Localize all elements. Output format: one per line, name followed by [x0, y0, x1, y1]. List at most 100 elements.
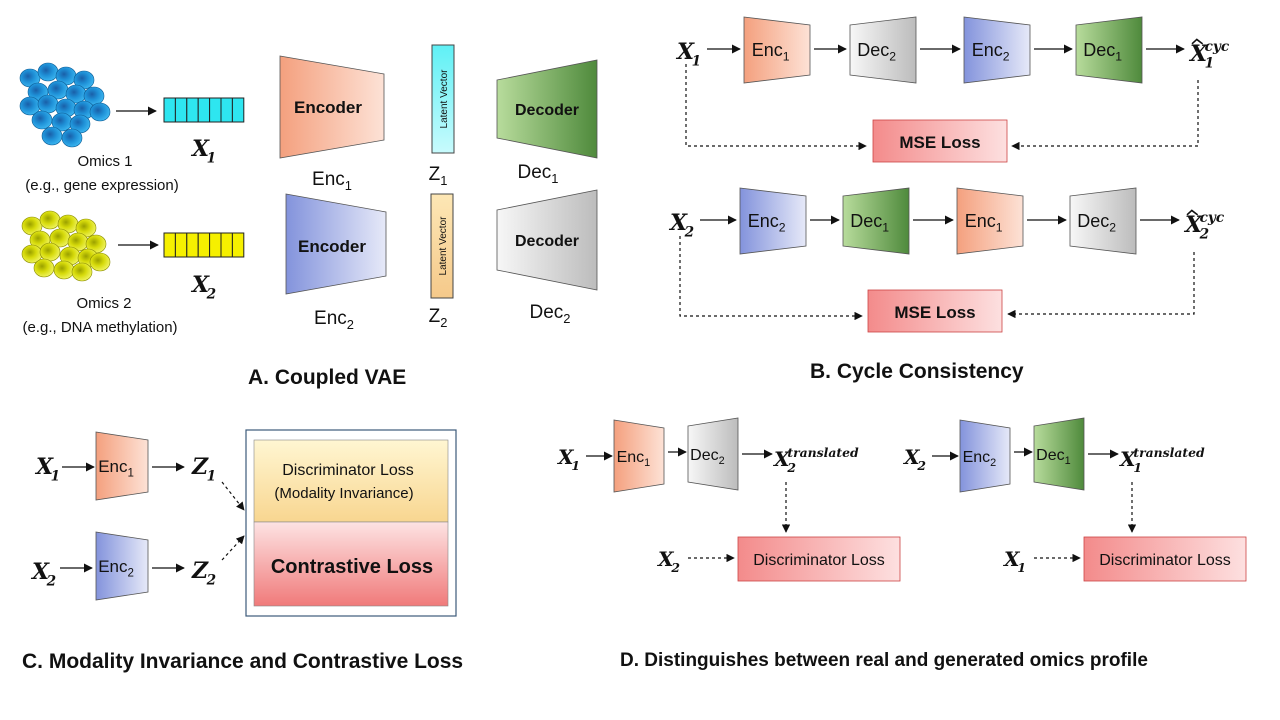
x1-label-a-var: X [190, 136, 210, 162]
b-row1-block-2-label: Enc2 [972, 40, 1010, 64]
d-left-enc-label-sub: 1 [644, 457, 650, 469]
b-row1-block-3-label-base: Dec [1083, 40, 1115, 60]
encoder1-shape [279, 55, 385, 159]
b-row2-block-1-label: Dec1 [850, 211, 889, 235]
b-row2-input-sub: 2 [684, 225, 694, 241]
yellow-cell [39, 210, 61, 230]
omics2-name: Omics 2 [76, 295, 131, 312]
dec1-caption-base: Dec [518, 162, 552, 183]
b-row2-block-2-label: Enc1 [965, 211, 1003, 235]
d-left-real: X2 [656, 547, 680, 575]
c-x1-var: X [34, 454, 54, 480]
b-row2-input-var: X [668, 210, 688, 236]
d-right-output-sup: translated [1133, 445, 1205, 460]
x2-label-a: X2 [190, 272, 216, 303]
x2-label-a-var: X [190, 272, 210, 298]
d-left-dec-label-base: Dec [690, 447, 718, 464]
c-enc2-label-sub: 2 [127, 567, 133, 579]
b-row1-block-2-label-sub: 2 [1003, 50, 1010, 64]
blue-cell [89, 102, 111, 122]
z2-caption-sub: 2 [440, 315, 447, 330]
dec1-caption: Dec1 [518, 162, 559, 186]
d-right-enc-label: Enc2 [963, 449, 997, 469]
b-row1-block-3-label-sub: 1 [1115, 50, 1122, 64]
b-row1-output-hat [1191, 38, 1204, 45]
b-row1-block-1-shape [849, 16, 917, 84]
vector-cell-1 [186, 97, 199, 123]
b-row2-block-3-label-base: Dec [1077, 211, 1109, 231]
yellow-cell [53, 260, 75, 280]
c-enc2-label-base: Enc [98, 557, 128, 576]
d-left-output-sup: translated [787, 445, 859, 460]
d-left-enc-shape [613, 419, 665, 493]
section-b-title: B. Cycle Consistency [810, 360, 1024, 383]
c-contrastive-box [253, 521, 449, 607]
b-row2-block-2-shape [956, 187, 1024, 255]
b-row2-output-hat [1186, 209, 1199, 216]
vector-cell-1 [231, 97, 245, 123]
z2-caption: Z2 [429, 306, 448, 330]
section-c-title: C. Modality Invariance and Contrastive L… [22, 650, 463, 673]
b-row1-block-3-shape [1075, 16, 1143, 84]
enc1-caption-base: Enc [312, 169, 345, 190]
vector-cell-1 [174, 97, 188, 123]
b-row1-output-var: X [1188, 41, 1208, 67]
b-row1-block-0-label: Enc1 [752, 40, 790, 64]
c-z1: Z1 [191, 454, 216, 485]
c-x1: X1 [34, 454, 60, 485]
b-mse1-text: MSE Loss [899, 133, 980, 152]
dec2-caption: Dec2 [530, 302, 571, 326]
b-mse2-box [867, 289, 1003, 333]
vector-cell-2 [174, 232, 188, 258]
b-row2-block-1-label-sub: 1 [882, 221, 889, 235]
b-dash-2l [679, 236, 863, 321]
d-left-dec-label: Dec2 [690, 447, 725, 467]
decoder1-shape [496, 59, 598, 159]
c-dash-z1 [221, 481, 245, 511]
section-d-title: D. Distinguishes between real and genera… [620, 650, 1148, 671]
b-row2-block-3-label: Dec2 [1077, 211, 1116, 235]
c-enc1-label: Enc1 [98, 457, 134, 479]
yellow-cell [33, 258, 55, 278]
b-row2-block-0-label-base: Enc [748, 211, 779, 231]
c-contrastive-text: Contrastive Loss [271, 556, 433, 578]
c-disc-text: Discriminator Loss [282, 462, 414, 479]
d-right-real-var: X [1002, 547, 1021, 571]
dec2-caption-base: Dec [530, 302, 564, 323]
d-left-output-sub: 2 [786, 460, 796, 475]
z1-caption: Z1 [429, 164, 448, 188]
d-left-loss-box [737, 536, 901, 582]
b-row1-block-0-label-base: Enc [752, 40, 783, 60]
c-z1-var: Z [191, 454, 209, 480]
c-x2: X2 [30, 559, 56, 590]
d-right-input: X2 [902, 445, 926, 473]
d-right-dec-label: Dec1 [1036, 447, 1071, 467]
enc2-caption-base: Enc [314, 308, 347, 329]
d-right-dec-shape [1033, 417, 1085, 491]
c-x2-var: X [30, 559, 50, 585]
b-row1-input-sub: 1 [692, 54, 701, 70]
blue-cell [37, 94, 59, 114]
encoder1-text: Encoder [294, 98, 362, 117]
vector-cell-2 [186, 232, 199, 258]
d-left-input-var: X [556, 445, 575, 469]
c-enc2-label: Enc2 [98, 557, 134, 579]
b-row2-block-3-shape [1069, 187, 1137, 255]
omics1-name: Omics 1 [77, 153, 132, 170]
z1-caption-base: Z [429, 164, 441, 185]
b-dash-1r [1011, 80, 1199, 151]
d-right-output-var: X [1118, 447, 1137, 471]
d-right-dec-label-sub: 1 [1065, 455, 1071, 467]
b-row1-input-var: X [675, 39, 695, 65]
d-right-loss-box [1083, 536, 1247, 582]
c-z2-sub: 2 [206, 573, 216, 589]
b-row1-block-0-label-sub: 1 [783, 50, 790, 64]
decoder2-shape [496, 189, 598, 291]
omics1-desc: (e.g., gene expression) [25, 177, 178, 194]
b-row2-output-sup: cyc [1200, 210, 1225, 226]
latent1-text: Latent Vector [439, 69, 450, 129]
d-right-dec-label-base: Dec [1036, 447, 1064, 464]
